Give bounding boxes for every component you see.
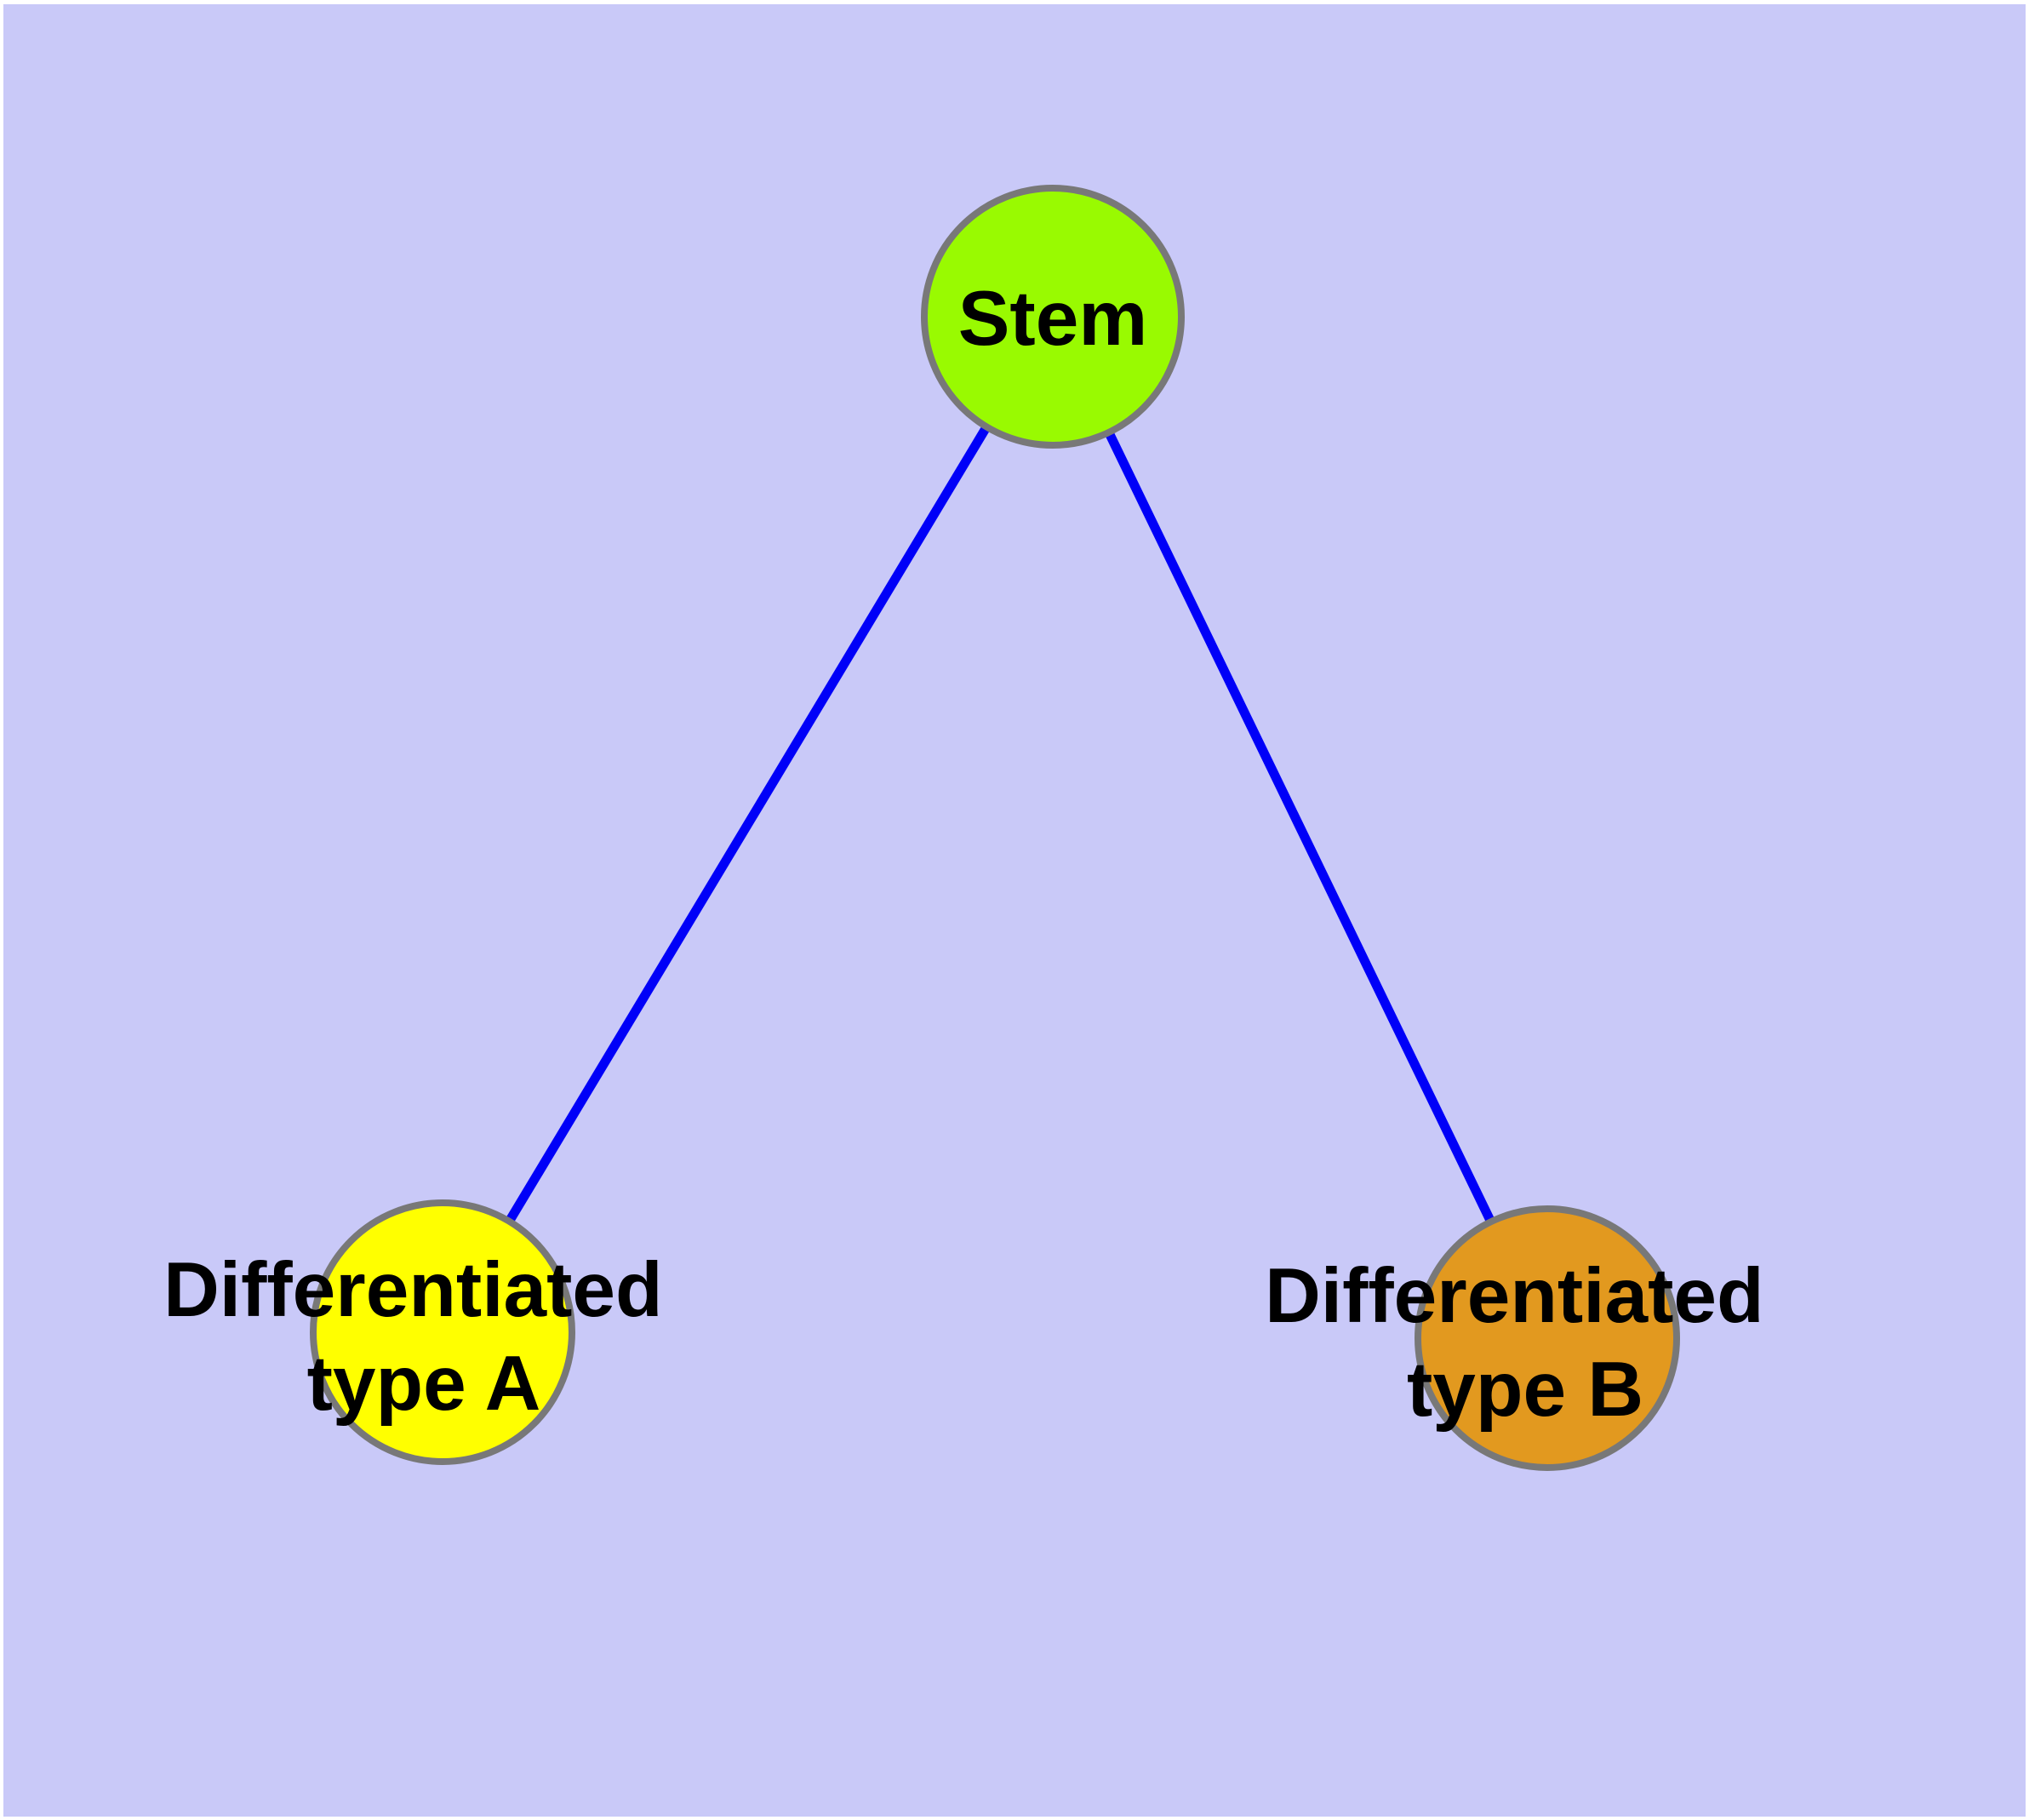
- node-differentiated-type-b-circle: [1415, 1205, 1680, 1471]
- node-stem-circle: [921, 185, 1185, 449]
- node-differentiated-type-a: Differentiated type A: [163, 1199, 684, 1465]
- node-differentiated-type-b: Differentiated type B: [1265, 1205, 1786, 1471]
- node-differentiated-type-a-label: Differentiated type A: [163, 1247, 684, 1427]
- node-stem-label: Stem: [958, 276, 1148, 362]
- edge-stem-to-typeB: [1049, 314, 1552, 1341]
- node-differentiated-type-a-circle: [310, 1199, 575, 1465]
- edge-stem-to-typeA: [438, 314, 1057, 1335]
- node-differentiated-type-b-label-line1: Differentiated: [1265, 1253, 1764, 1339]
- node-stem: Stem: [921, 185, 1185, 449]
- node-differentiated-type-a-label-line2: type A: [307, 1341, 541, 1427]
- node-differentiated-type-b-label-line2: type B: [1407, 1347, 1643, 1433]
- node-differentiated-type-b-label: Differentiated type B: [1265, 1253, 1786, 1433]
- node-differentiated-type-a-label-line1: Differentiated: [163, 1247, 663, 1333]
